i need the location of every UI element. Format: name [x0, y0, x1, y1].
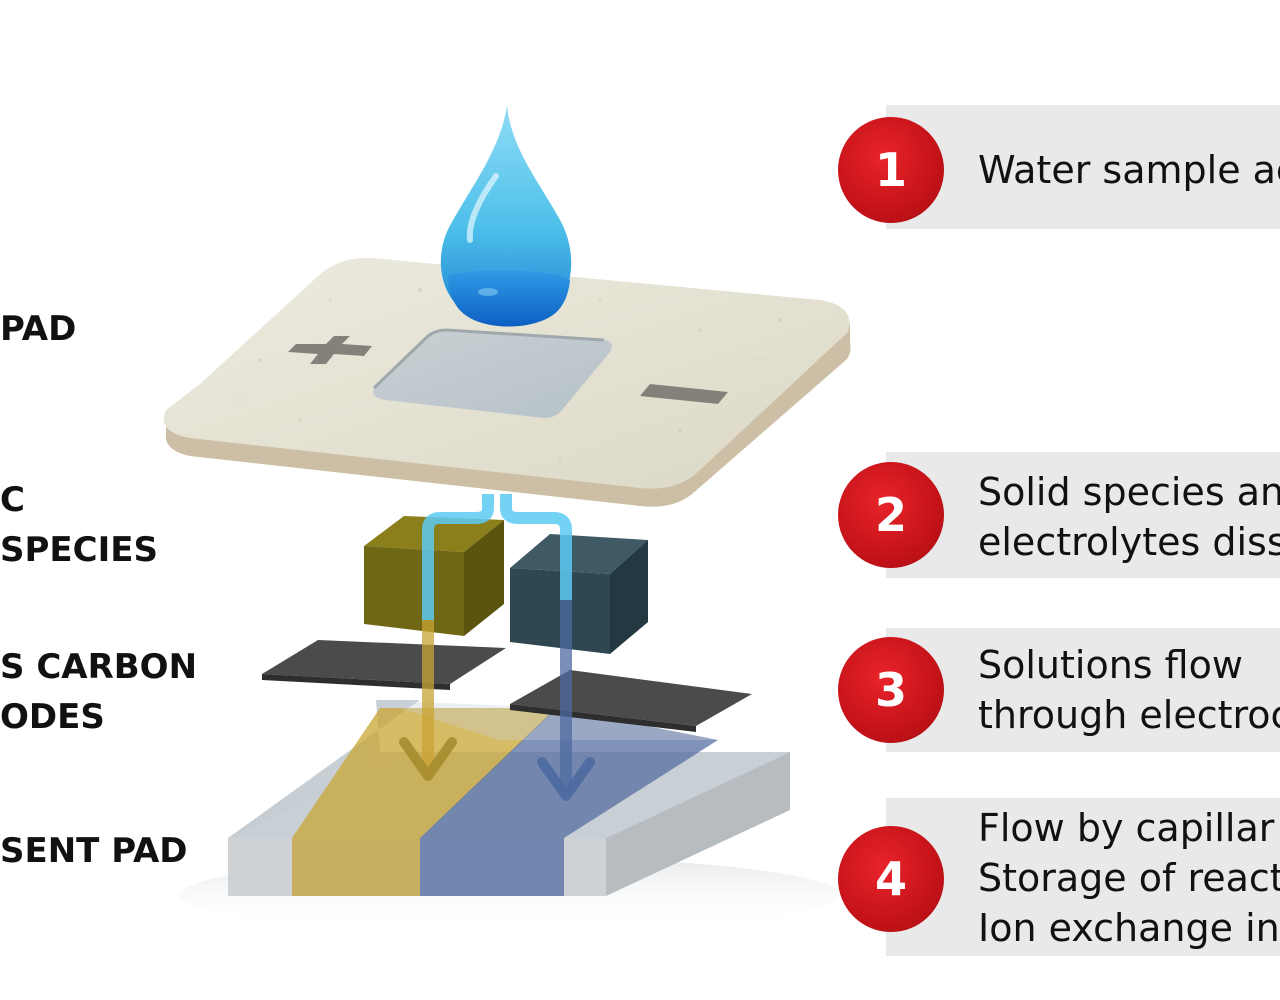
flow-arrows — [399, 494, 595, 801]
absorbent-pad-right-face — [606, 752, 790, 896]
yellow-cube-front — [364, 546, 464, 636]
paper-pad — [163, 257, 851, 507]
step-4-panel — [886, 798, 1280, 956]
yellow-flow-channel-front — [292, 838, 420, 896]
water-flow-line-left — [422, 494, 494, 620]
droplet-reflection — [478, 288, 498, 296]
droplet-pool — [448, 270, 570, 327]
step-4-badge: 4 — [838, 826, 944, 932]
layer-label-carbon-electrodes: S CARBON ODES — [0, 647, 198, 737]
plus-icon — [288, 336, 372, 364]
droplet-highlight — [466, 173, 499, 243]
step-2-text: Solid species an electrolytes diss — [978, 470, 1280, 564]
step-1-panel — [886, 105, 1280, 229]
layer-label-paper-pad: PAD — [0, 309, 77, 349]
blue-cube-side — [610, 540, 648, 654]
blue-flow-channel-front — [420, 838, 564, 896]
yellow-arrow-head — [399, 737, 457, 781]
droplet-body — [440, 106, 572, 326]
carbon-electrode-right-edge — [510, 704, 696, 732]
step-2-badge: 2 — [838, 462, 944, 568]
step-3-panel — [886, 628, 1280, 752]
water-flow-line-right — [500, 494, 572, 600]
water-drop-icon — [440, 106, 572, 327]
blue-cube-top — [510, 534, 648, 574]
step-1-badge: 1 — [838, 117, 944, 223]
sample-window — [373, 330, 612, 418]
step-4-text: Flow by capillar Storage of react Ion ex… — [978, 806, 1280, 950]
sample-window-rim — [372, 328, 605, 390]
reagent-cubes — [364, 516, 648, 654]
carbon-electrode-left-edge — [262, 674, 450, 690]
layer-label-absorbent-pad: SENT PAD — [0, 831, 188, 871]
step-1-text: Water sample ac — [978, 148, 1280, 192]
carbon-electrode-left — [262, 640, 506, 684]
step-2-panel — [886, 452, 1280, 578]
yellow-cube-side — [464, 520, 504, 636]
step-3-text: Solutions flow through electroc — [978, 643, 1280, 737]
minus-icon — [640, 384, 728, 404]
absorbent-pad-upper-slab — [376, 700, 718, 740]
layer-label-species: C SPECIES — [0, 480, 158, 570]
blue-arrow-head — [537, 757, 595, 801]
step-3-badge: 3 — [838, 637, 944, 743]
